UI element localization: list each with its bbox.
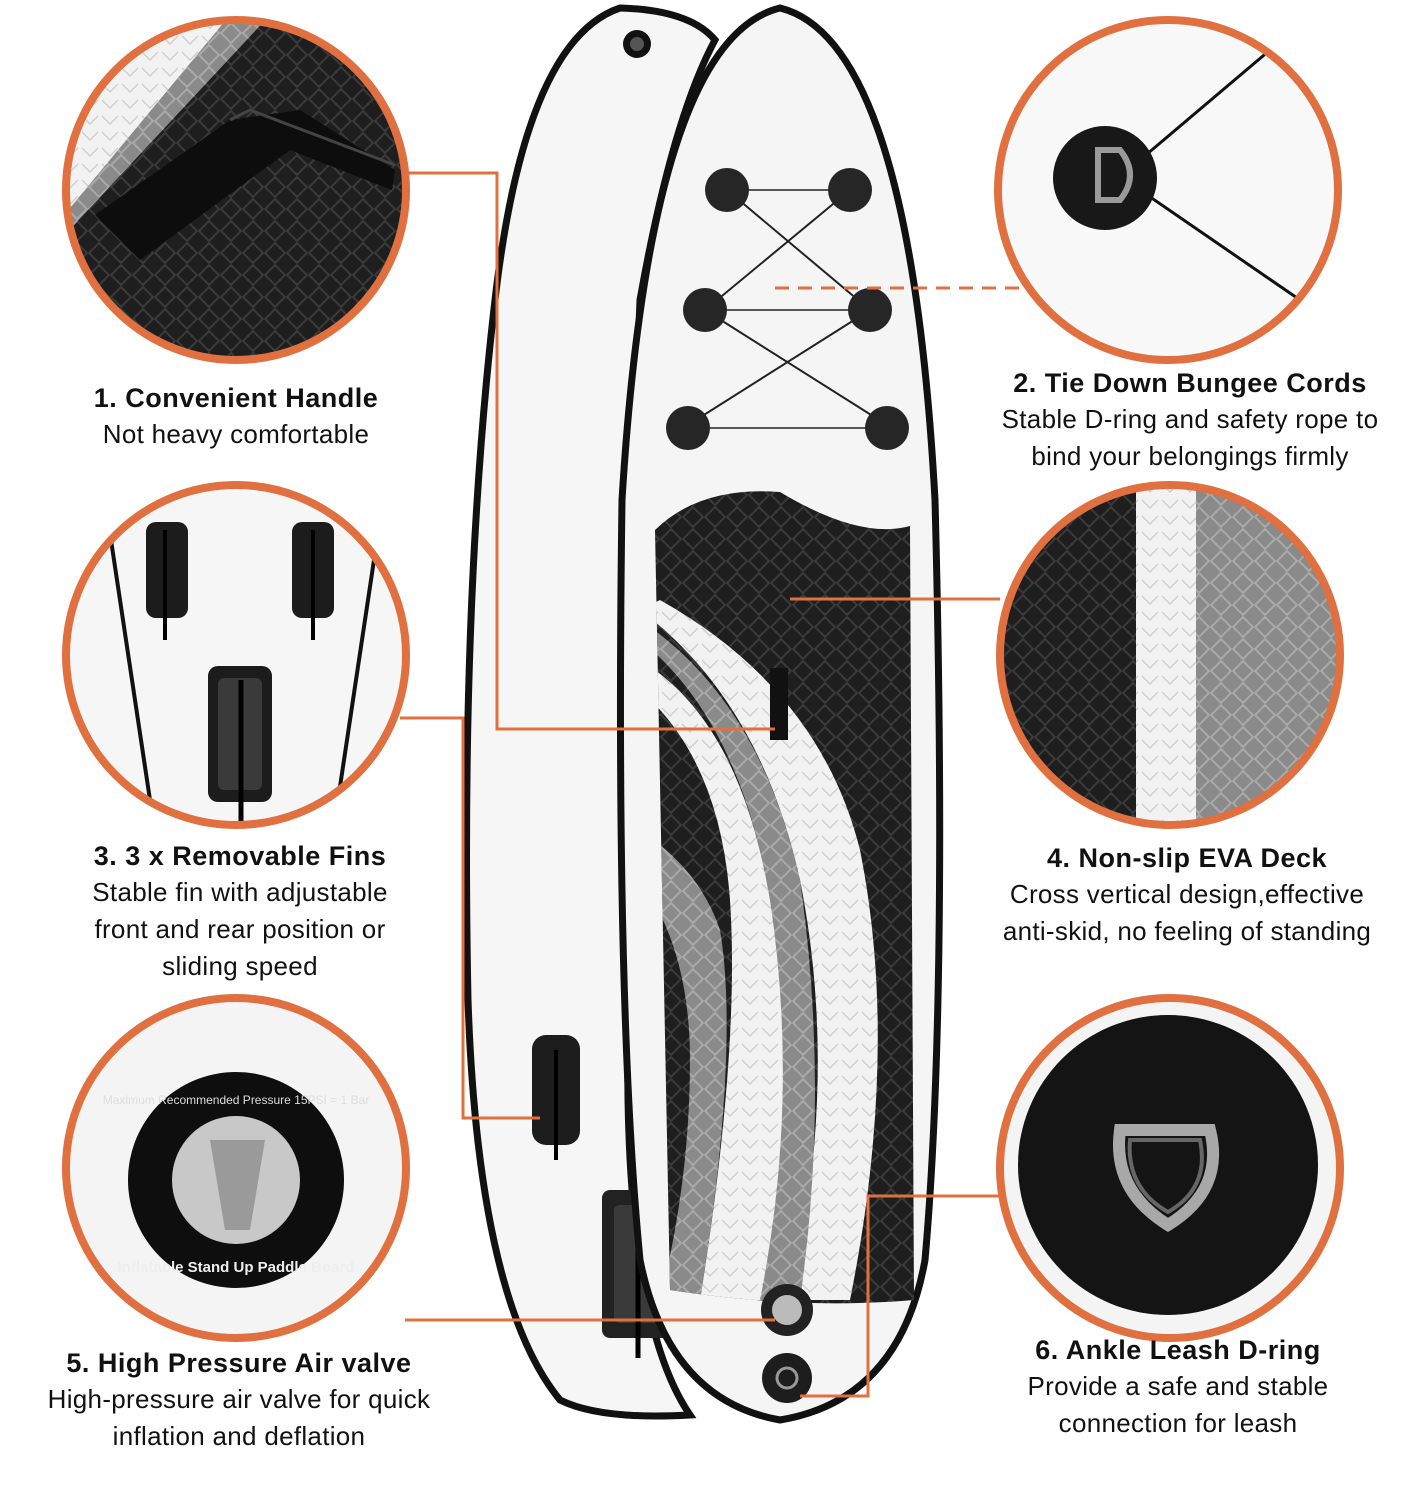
valve-pressure-text: Maximum Recommended Pressure 15PSI = 1 B… xyxy=(103,1093,369,1107)
detail-circle-handle xyxy=(62,16,410,364)
feature-desc-line: High-pressure air valve for quick xyxy=(47,1384,431,1414)
d-ring-icon xyxy=(828,168,872,212)
feature-desc-line: connection for leash xyxy=(1058,1408,1298,1438)
feature-desc-line: Stable D-ring and safety rope to xyxy=(1001,404,1379,434)
detail-circle-leash xyxy=(996,994,1344,1342)
detail-circle-valve: Maximum Recommended Pressure 15PSI = 1 B… xyxy=(62,994,410,1342)
detail-circle-fins xyxy=(62,481,410,829)
feature-title: 6. Ankle Leash D-ring xyxy=(1035,1335,1321,1365)
detail-circle-bungee xyxy=(994,16,1342,364)
feature-caption-handle: 1. Convenient Handle Not heavy comfortab… xyxy=(20,380,452,453)
feature-desc-line: Provide a safe and stable xyxy=(1027,1371,1329,1401)
valve-brand-text: Inflatable Stand Up Paddle Board xyxy=(118,1259,355,1276)
feature-caption-deck: 4. Non-slip EVA Deck Cross vertical desi… xyxy=(952,840,1422,950)
feature-desc-line: front and rear position or xyxy=(94,914,386,944)
feature-caption-fins: 3. 3 x Removable Fins Stable fin with ad… xyxy=(20,838,460,985)
feature-desc-line: bind your belongings firmly xyxy=(1031,441,1349,471)
d-ring-icon xyxy=(848,288,892,332)
detail-circle-deck xyxy=(996,481,1344,829)
feature-caption-leash: 6. Ankle Leash D-ring Provide a safe and… xyxy=(960,1332,1396,1442)
eva-deck xyxy=(655,491,914,1304)
feature-desc-line: anti-skid, no feeling of standing xyxy=(1002,916,1372,946)
feature-title: 5. High Pressure Air valve xyxy=(66,1348,412,1378)
feature-desc-line: sliding speed xyxy=(162,951,318,981)
feature-desc-line: Stable fin with adjustable xyxy=(92,877,388,907)
feature-title: 4. Non-slip EVA Deck xyxy=(1046,843,1328,873)
feature-title: 2. Tie Down Bungee Cords xyxy=(1013,368,1367,398)
deck-handle xyxy=(770,668,788,740)
feature-desc-line: Not heavy comfortable xyxy=(102,419,370,449)
d-ring-icon xyxy=(666,406,710,450)
bungee-area xyxy=(666,168,909,450)
feature-desc-line: inflation and deflation xyxy=(112,1421,366,1451)
front-board xyxy=(616,4,944,1424)
leader-lines xyxy=(400,171,1027,1398)
d-ring-icon xyxy=(705,168,749,212)
feature-title: 1. Convenient Handle xyxy=(93,383,379,413)
d-ring-icon xyxy=(865,406,909,450)
feature-desc-line: Cross vertical design,effective xyxy=(1009,879,1365,909)
feature-caption-bungee: 2. Tie Down Bungee Cords Stable D-ring a… xyxy=(955,365,1425,475)
d-ring-icon xyxy=(683,288,727,332)
feature-caption-valve: 5. High Pressure Air valve High-pressure… xyxy=(0,1345,478,1455)
feature-title: 3. 3 x Removable Fins xyxy=(93,841,387,871)
leash-ring-icon xyxy=(762,1353,812,1403)
